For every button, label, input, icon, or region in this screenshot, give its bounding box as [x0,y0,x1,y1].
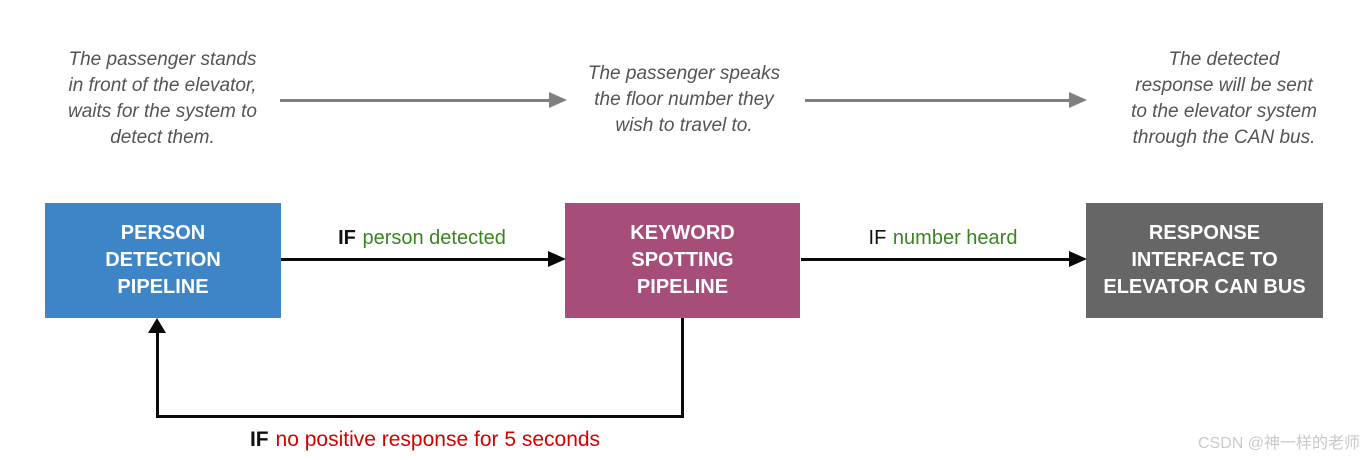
narrative-arrow-1-head-icon [549,92,567,108]
if-keyword: IF [338,227,356,249]
feedback-loop-up-line [156,332,159,418]
transition-arrow-1-line [281,258,548,261]
feedback-loop-head-icon [148,318,166,333]
condition-number-heard: number heard [892,227,1018,249]
annotation-passenger-stands: The passenger stands in front of the ele… [67,49,257,148]
narrative-arrow-1-line [280,99,550,102]
narrative-arrow-2-head-icon [1069,92,1087,108]
annotation-passenger-speaks: The passenger speaks the floor number th… [587,63,781,136]
condition-person-detected: person detected [362,227,506,249]
if-keyword: IF [868,227,887,249]
transition-label-person-detected: IF person detected [292,227,552,250]
box-person-detection-pipeline: PERSON DETECTION PIPELINE [45,203,281,318]
feedback-loop-down-line [681,318,684,418]
box-response-interface-can-bus: RESPONSE INTERFACE TO ELEVATOR CAN BUS [1086,203,1323,318]
transition-arrow-2-line [801,258,1069,261]
annotation-detected-response: The detected response will be sent to th… [1131,49,1317,148]
condition-no-positive-response: no positive response for 5 seconds [275,428,601,451]
transition-arrow-2-head-icon [1069,251,1087,267]
narrative-arrow-2-line [805,99,1069,102]
box-keyword-spotting-pipeline: KEYWORD SPOTTING PIPELINE [565,203,800,318]
feedback-label-no-response: IF no positive response for 5 seconds [225,428,625,452]
watermark: CSDN @神一样的老师 [1197,435,1360,452]
feedback-loop-horizontal-line [156,415,684,418]
transition-arrow-1-head-icon [548,251,566,267]
if-keyword: IF [249,428,269,451]
